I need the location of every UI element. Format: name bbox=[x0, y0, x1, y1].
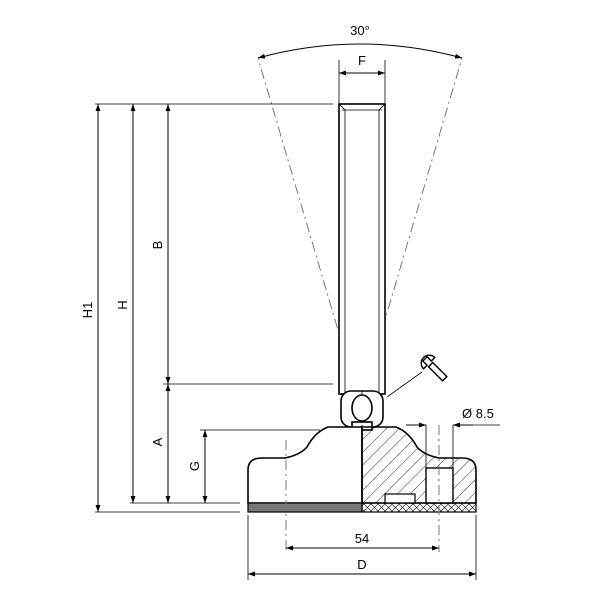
base-exterior-half bbox=[247, 426, 363, 552]
g-label: G bbox=[187, 461, 202, 471]
h1-label: H1 bbox=[80, 302, 95, 319]
height-h-dimension: H bbox=[115, 104, 136, 503]
base-section-half bbox=[361, 425, 477, 552]
angle-label: 30° bbox=[350, 23, 370, 38]
height-a-dimension: A bbox=[150, 384, 171, 503]
b-label: B bbox=[150, 241, 165, 250]
bolt-spacing-label: 54 bbox=[355, 531, 369, 546]
a-label: A bbox=[150, 437, 165, 446]
hex-nut bbox=[340, 390, 384, 431]
thread-dimension-f: F bbox=[338, 53, 386, 103]
hole-diameter-label: Ø 8.5 bbox=[462, 406, 494, 421]
rubber-pad-left bbox=[247, 502, 363, 513]
rubber-pad-right bbox=[361, 502, 477, 513]
threaded-spindle bbox=[338, 103, 386, 395]
height-g-dimension: G bbox=[187, 430, 208, 503]
diameter-d-dimension: D bbox=[247, 515, 477, 580]
wrench-leader bbox=[386, 371, 423, 398]
wrench-icon bbox=[420, 354, 448, 382]
thread-length-b-dimension: B bbox=[150, 104, 171, 384]
bolt-spacing-dimension: 54 bbox=[286, 531, 439, 551]
extension-lines bbox=[95, 103, 333, 513]
thread-f-label: F bbox=[358, 53, 366, 68]
h-label: H bbox=[115, 300, 130, 309]
height-h1-dimension: H1 bbox=[80, 104, 101, 512]
diameter-d-label: D bbox=[357, 557, 366, 572]
hole-diameter-dimension: Ø 8.5 bbox=[406, 406, 500, 468]
pad-insert-section bbox=[384, 493, 416, 504]
